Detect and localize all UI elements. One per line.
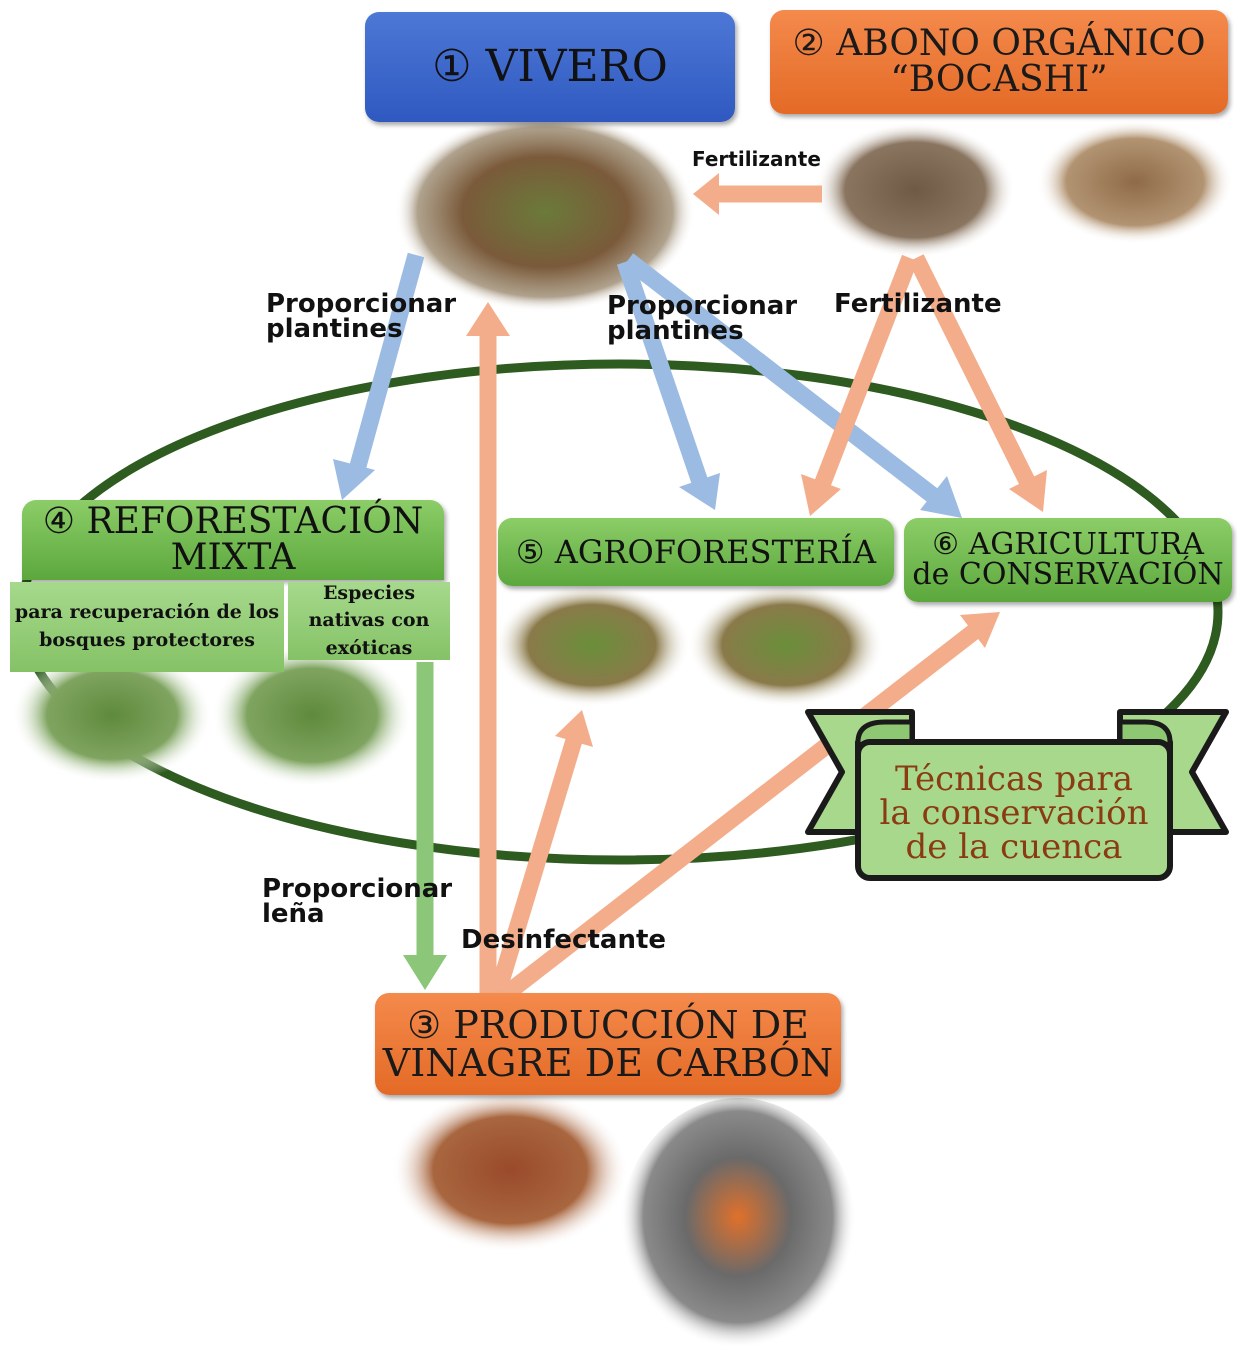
nursery-photo bbox=[395, 112, 695, 312]
compost-photo bbox=[815, 122, 1015, 258]
node-abono: ② ABONO ORGÁNICO “BOCASHI” bbox=[770, 10, 1228, 114]
arrowhead-desinfectante-vivero bbox=[466, 302, 510, 336]
arrowhead-desinfectante-agroforesteria bbox=[555, 710, 593, 747]
agroforestry-photo-1 bbox=[494, 583, 690, 707]
kiln-photo bbox=[392, 1088, 628, 1252]
arrow-plantines-reforestacion bbox=[346, 252, 425, 480]
vivero-title: VIVERO bbox=[485, 41, 668, 92]
abono-line1: ABONO ORGÁNICO bbox=[836, 23, 1206, 64]
abono-line2: “BOCASHI” bbox=[890, 59, 1108, 100]
arrowhead-fertilizante-agricultura bbox=[1009, 470, 1047, 512]
agroforesteria-number: ⑤ bbox=[515, 533, 545, 571]
node-agroforesteria: ⑤ AGROFORESTERÍA bbox=[498, 518, 894, 586]
arrow-fertilizante-agricultura bbox=[908, 254, 1038, 491]
agricultura-number: ⑥ bbox=[932, 527, 960, 562]
banner-line3: de la cuenca bbox=[905, 827, 1123, 867]
node-reforestacion: ④ REFORESTACIÓN MIXTA bbox=[22, 500, 444, 580]
vinagre-line2: VINAGRE DE CARBÓN bbox=[382, 1041, 834, 1085]
compost-piles-photo bbox=[1037, 120, 1233, 244]
agroforesteria-title: AGROFORESTERÍA bbox=[554, 533, 877, 571]
arrow-plantines-agricultura bbox=[622, 253, 942, 505]
vinagre-line1: PRODUCCIÓN DE bbox=[453, 1003, 809, 1047]
arrow-desinfectante-agricultura bbox=[499, 623, 982, 1002]
node-vinagre: ③ PRODUCCIÓN DE VINAGRE DE CARBÓN bbox=[375, 993, 841, 1095]
label-plantines-mid: Proporcionar plantines bbox=[607, 291, 798, 346]
reforestacion-sub-right: Especies nativas con exóticas bbox=[288, 582, 450, 660]
reforestacion-line2: MIXTA bbox=[170, 537, 296, 578]
agricultura-line2: de CONSERVACIÓN bbox=[912, 557, 1224, 592]
arrowhead-fertilizante-vivero bbox=[693, 173, 719, 215]
label-fertilizante-right: Fertilizante bbox=[834, 289, 1002, 319]
banner-line2: la conservación bbox=[879, 793, 1149, 833]
arrowhead-lena-vinagre bbox=[403, 955, 447, 990]
node-vivero: ① VIVERO bbox=[365, 12, 735, 122]
agroforestry-photo-2 bbox=[688, 583, 884, 707]
label-fertilizante-top: Fertilizante bbox=[692, 147, 821, 171]
arrow-plantines-agroforesteria bbox=[616, 259, 711, 491]
banner-line1: Técnicas para bbox=[894, 759, 1134, 799]
label-plantines-left: Proporcionar plantines bbox=[266, 289, 457, 344]
vinagre-number: ③ bbox=[407, 1003, 442, 1047]
forest-photo-1 bbox=[12, 647, 212, 783]
reforestacion-line1: REFORESTACIÓN bbox=[86, 501, 424, 542]
node-agricultura: ⑥ AGRICULTURA de CONSERVACIÓN bbox=[904, 518, 1232, 602]
arrowhead-plantines-agricultura bbox=[920, 476, 962, 518]
abono-number: ② bbox=[792, 23, 825, 64]
reforestacion-sub-left: para recuperación de los bosques protect… bbox=[10, 582, 284, 672]
vinegar-photo bbox=[620, 1098, 856, 1362]
reforestacion-number: ④ bbox=[42, 501, 76, 542]
label-lena: Proporcionar leña bbox=[262, 874, 453, 929]
arrow-fertilizante-agroforesteria bbox=[812, 254, 918, 494]
forest-photo-2 bbox=[212, 643, 412, 787]
arrowhead-plantines-reforestacion bbox=[333, 459, 375, 500]
arrow-desinfectante-agroforesteria bbox=[488, 734, 584, 998]
banner-scroll bbox=[805, 709, 1229, 881]
arrowhead-fertilizante-agroforesteria bbox=[801, 474, 841, 516]
banner-text: Técnicas para la conservación de la cuen… bbox=[858, 762, 1170, 864]
agricultura-line1: AGRICULTURA bbox=[968, 527, 1204, 562]
label-desinfectante: Desinfectante bbox=[461, 925, 667, 955]
vivero-number: ① bbox=[432, 41, 472, 92]
arrowhead-desinfectante-agricultura bbox=[960, 612, 1000, 648]
arrowhead-plantines-agroforesteria bbox=[679, 473, 720, 510]
